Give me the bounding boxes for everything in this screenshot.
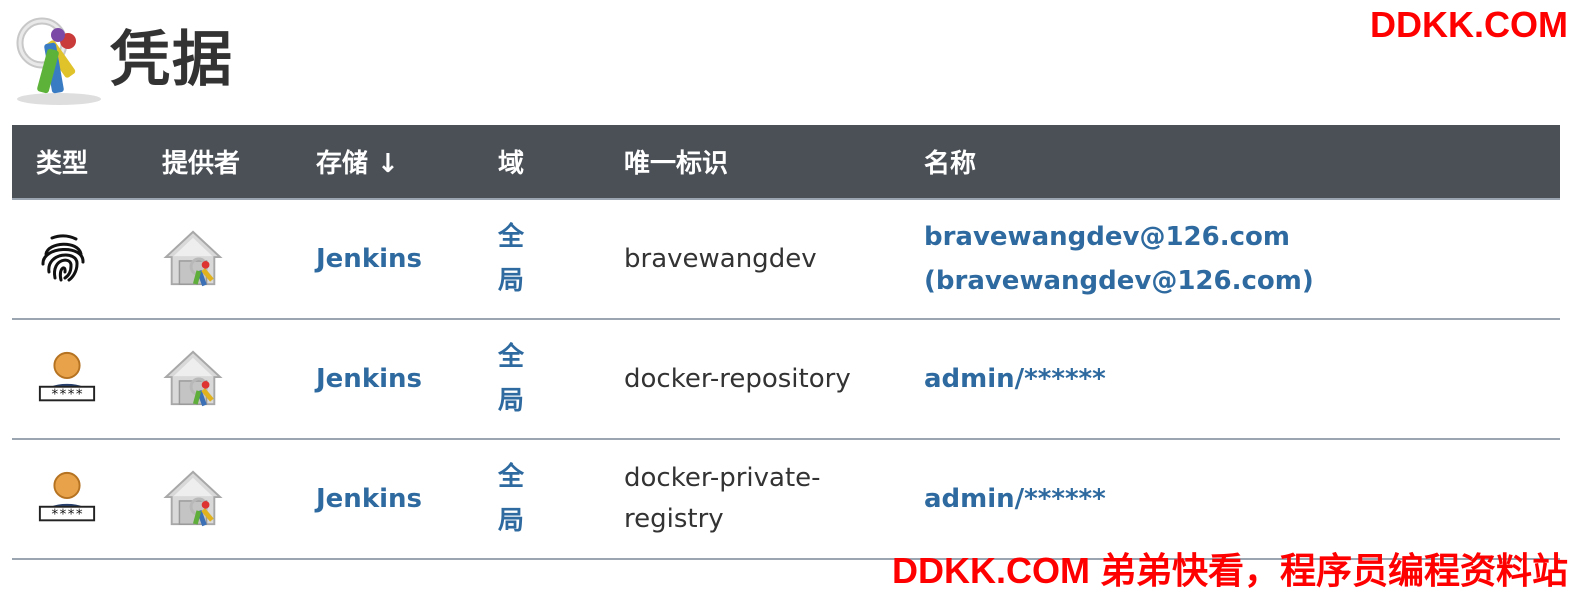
column-header-provider[interactable]: 提供者	[138, 125, 292, 200]
credential-name-link[interactable]: admin/******	[924, 484, 1106, 514]
credentials-table: 类型 提供者 存储 ↓ 域 唯一标识 名称	[12, 125, 1560, 560]
jenkins-credentials-store-icon[interactable]	[162, 468, 224, 530]
store-cell: Jenkins	[292, 439, 474, 560]
domain-link[interactable]: 全局	[498, 462, 525, 536]
credential-id: docker-private-registry	[624, 462, 821, 534]
type-cell	[12, 439, 138, 560]
type-cell	[12, 319, 138, 440]
domain-cell: 全局	[474, 199, 600, 320]
domain-link[interactable]: 全局	[498, 222, 525, 296]
credential-name-link[interactable]: bravewangdev@126.com (bravewangdev@126.c…	[924, 222, 1314, 296]
user-password-icon	[36, 348, 98, 410]
table-row: Jenkins 全局 docker-private-registry admin…	[12, 439, 1560, 560]
table-row: Jenkins 全局 bravewangdev bravewangdev@126…	[12, 199, 1560, 320]
column-header-id[interactable]: 唯一标识	[600, 125, 900, 200]
store-cell: Jenkins	[292, 319, 474, 440]
jenkins-credentials-store-icon[interactable]	[162, 348, 224, 410]
credential-id: docker-repository	[624, 364, 851, 394]
name-cell: bravewangdev@126.com (bravewangdev@126.c…	[900, 199, 1560, 320]
provider-cell	[138, 199, 292, 320]
watermark-bottom: DDKK.COM 弟弟快看，程序员编程资料站	[892, 550, 1568, 591]
name-cell: admin/******	[900, 439, 1560, 560]
table-row: Jenkins 全局 docker-repository admin/*****…	[12, 319, 1560, 440]
store-cell: Jenkins	[292, 199, 474, 320]
name-cell: admin/******	[900, 319, 1560, 440]
fingerprint-icon	[41, 234, 85, 282]
domain-cell: 全局	[474, 439, 600, 560]
store-link[interactable]: Jenkins	[316, 364, 423, 394]
column-header-name[interactable]: 名称	[900, 125, 1560, 200]
domain-link[interactable]: 全局	[498, 342, 525, 416]
column-header-store[interactable]: 存储 ↓	[292, 125, 474, 200]
column-header-type[interactable]: 类型	[12, 125, 138, 200]
domain-cell: 全局	[474, 319, 600, 440]
page-header: 凭据	[12, 10, 234, 110]
watermark-top: DDKK.COM	[1370, 4, 1568, 45]
credentials-keys-icon	[16, 17, 101, 105]
provider-cell	[138, 319, 292, 440]
credential-name-link[interactable]: admin/******	[924, 364, 1106, 394]
id-cell: docker-repository	[600, 319, 900, 440]
user-password-icon	[36, 468, 98, 530]
jenkins-credentials-store-icon[interactable]	[162, 228, 224, 290]
store-link[interactable]: Jenkins	[316, 244, 423, 274]
type-cell	[12, 199, 138, 320]
store-link[interactable]: Jenkins	[316, 484, 423, 514]
id-cell: docker-private-registry	[600, 439, 900, 560]
id-cell: bravewangdev	[600, 199, 900, 320]
page-title: 凭据	[110, 25, 234, 95]
table-header-row: 类型 提供者 存储 ↓ 域 唯一标识 名称	[12, 125, 1560, 200]
credential-id: bravewangdev	[624, 244, 817, 274]
column-header-domain[interactable]: 域	[474, 125, 600, 200]
provider-cell	[138, 439, 292, 560]
